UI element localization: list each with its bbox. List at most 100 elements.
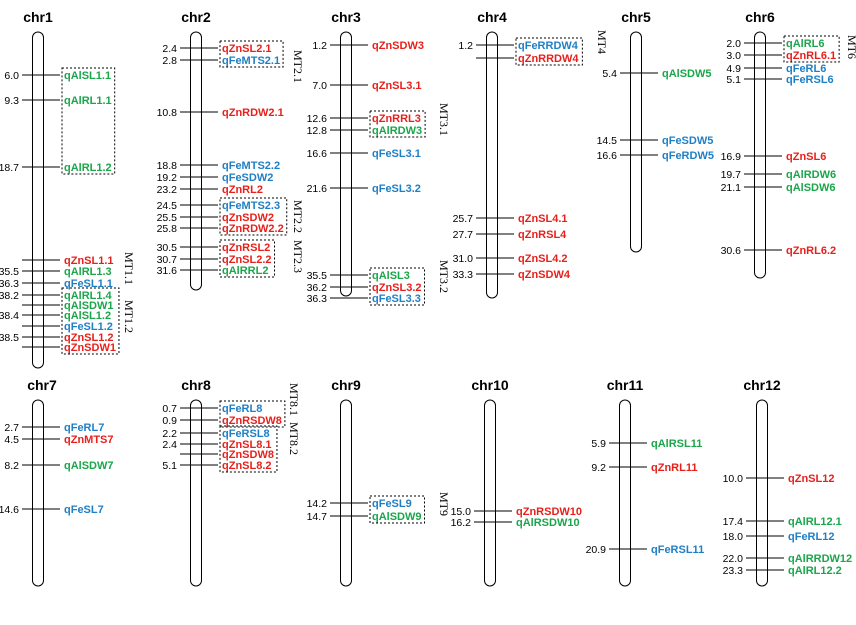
qtl-position: 19.7 xyxy=(721,169,742,181)
qtl-label: qFeRRDW4 xyxy=(518,40,579,52)
mt-cluster-box xyxy=(783,35,840,63)
qtl-label: qAlSDW7 xyxy=(64,460,114,472)
chromosome-name: chr1 xyxy=(23,9,53,25)
mt-label: MT3.2 xyxy=(437,260,451,293)
qtl-position: 14.6 xyxy=(0,504,19,516)
qtl-label: qFeMTS2.3 xyxy=(222,200,280,212)
qtl-label: qAlRDW3 xyxy=(372,125,422,137)
mt-cluster-box xyxy=(219,400,286,428)
mt-cluster-box xyxy=(369,267,426,306)
qtl-position: 9.3 xyxy=(4,95,19,107)
qtl-position: 30.5 xyxy=(157,242,178,254)
qtl-position: 17.4 xyxy=(723,516,744,528)
qtl-label: qAlRL12.2 xyxy=(788,565,842,577)
chromosome-body xyxy=(630,31,642,253)
qtl-label: qZnRDW2.1 xyxy=(222,107,284,119)
qtl-label: qAlSL1.1 xyxy=(64,70,111,82)
qtl-marker: 23.2 qZnRL2 xyxy=(157,184,263,196)
mt-cluster-box xyxy=(61,287,120,355)
qtl-position: 5.9 xyxy=(591,438,606,450)
qtl-position: 5.1 xyxy=(162,460,177,472)
mt-label: MT2.1 xyxy=(291,50,305,83)
qtl-position: 27.7 xyxy=(453,229,474,241)
qtl-position: 16.9 xyxy=(721,151,742,163)
qtl-marker: 9.3 qAlRL1.1 xyxy=(4,95,111,107)
qtl-label: qFeSL7 xyxy=(64,504,104,516)
qtl-position: 16.6 xyxy=(307,148,328,160)
qtl-label: qFeMTS2.2 xyxy=(222,160,280,172)
chromosome-body xyxy=(756,399,768,587)
mt-label: MT2.2 xyxy=(291,200,305,233)
qtl-label: qAlRL1.2 xyxy=(64,162,112,174)
qtl-label: qZnSL1.2 xyxy=(64,332,114,344)
qtl-label: qFeRSL6 xyxy=(786,74,834,86)
qtl-position: 5.1 xyxy=(726,74,741,86)
mt-label: MT1.1 xyxy=(122,252,136,285)
qtl-label: qAlSDW9 xyxy=(372,511,422,523)
qtl-position: 25.7 xyxy=(453,213,474,225)
qtl-label: qAlRL1.1 xyxy=(64,95,112,107)
mt-cluster-box xyxy=(515,37,583,66)
qtl-position: 15.0 xyxy=(451,506,472,518)
chromosome-body xyxy=(190,399,202,587)
qtl-position: 23.2 xyxy=(157,184,178,196)
qtl-position: 18.0 xyxy=(723,531,744,543)
chromosome-body xyxy=(484,399,496,587)
mt-cluster-box xyxy=(369,110,426,138)
qtl-label: qZnRL2 xyxy=(222,184,263,196)
mt-cluster-box xyxy=(219,197,288,236)
qtl-position: 22.0 xyxy=(723,553,744,565)
chromosome-body xyxy=(32,31,44,369)
qtl-marker: 23.3 qAlRL12.2 xyxy=(723,565,842,577)
qtl-label: qZnSL3.2 xyxy=(372,282,422,294)
qtl-position: 31.0 xyxy=(453,253,474,265)
qtl-label: qFeRDW5 xyxy=(662,150,714,162)
qtl-label: qZnRDW2.2 xyxy=(222,223,284,235)
qtl-position: 25.5 xyxy=(157,212,178,224)
qtl-label: qAlSL1.2 xyxy=(64,310,111,322)
qtl-position: 30.6 xyxy=(721,245,742,257)
qtl-label: qAlRRDW12 xyxy=(788,553,852,565)
qtl-label: qZnSL8.2 xyxy=(222,460,272,472)
qtl-position: 24.5 xyxy=(157,200,178,212)
qtl-label: qZnSL8.1 xyxy=(222,439,272,451)
qtl-label: qAlRDW6 xyxy=(786,169,836,181)
qtl-position: 16.6 xyxy=(597,150,618,162)
mt-label: MT2.3 xyxy=(291,240,305,273)
qtl-position: 2.0 xyxy=(726,38,741,50)
qtl-position: 2.2 xyxy=(162,428,177,440)
qtl-label: qZnSL2.1 xyxy=(222,43,272,55)
qtl-marker: 5.1 qFeRSL6 xyxy=(726,74,833,86)
qtl-label: qAlRL12.1 xyxy=(788,516,842,528)
qtl-label: qAlRL1.3 xyxy=(64,266,112,278)
qtl-position: 23.3 xyxy=(723,565,744,577)
qtl-position: 4.5 xyxy=(4,434,19,446)
